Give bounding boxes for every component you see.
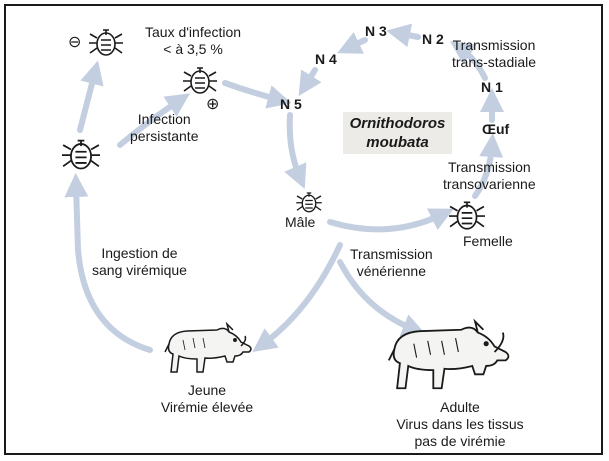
label-transmission-transovarienne: Transmission transovarienne <box>443 159 536 193</box>
cycle-arrow-male-femelle <box>330 214 443 229</box>
tick-icon <box>183 63 217 97</box>
label-jeune: Jeune Virémie élevée <box>147 382 267 416</box>
arrow-cycle-to-jeune <box>262 245 340 345</box>
plus-sign: ⊕ <box>206 96 219 113</box>
arrow-tick-to-tick-minus <box>80 72 95 130</box>
label-transmission-venerienne: Transmission vénérienne <box>350 246 433 280</box>
stage-n2: N 2 <box>422 31 444 48</box>
arrow-tick-to-n5 <box>225 83 280 100</box>
minus-sign: ⊖ <box>68 34 81 51</box>
stage-n3: N 3 <box>365 23 387 40</box>
tick-icon <box>449 198 485 232</box>
warthog-icon <box>386 318 514 400</box>
cycle-arrow-n4-n5 <box>305 70 315 86</box>
cycle-arrow-n2-n3 <box>398 33 418 37</box>
stage-n1: N 1 <box>481 79 503 96</box>
cycle-arrow-n3-n4 <box>348 40 365 48</box>
tick-icon <box>62 136 100 172</box>
label-femelle: Femelle <box>463 233 513 250</box>
cycle-arrow-n5-male <box>290 115 300 178</box>
label-male: Mâle <box>285 214 315 231</box>
label-adulte: Adulte Virus dans les tissus pas de viré… <box>385 399 535 450</box>
tick-icon <box>296 190 322 214</box>
tick-icon <box>89 26 123 58</box>
label-transmission-transstadiale: Transmission trans-stadiale <box>452 37 536 71</box>
label-taux-infection: Taux d'infection < à 3,5 % <box>145 24 241 58</box>
stage-oeuf: Œuf <box>482 121 509 138</box>
stage-n4: N 4 <box>315 51 337 68</box>
label-ingestion: Ingestion de sang virémique <box>92 245 187 279</box>
label-infection-persistante: Infection persistante <box>130 111 198 145</box>
warthog-icon <box>163 322 255 380</box>
stage-n5: N 5 <box>280 96 302 113</box>
species-name: Ornithodoros moubata <box>343 114 452 152</box>
